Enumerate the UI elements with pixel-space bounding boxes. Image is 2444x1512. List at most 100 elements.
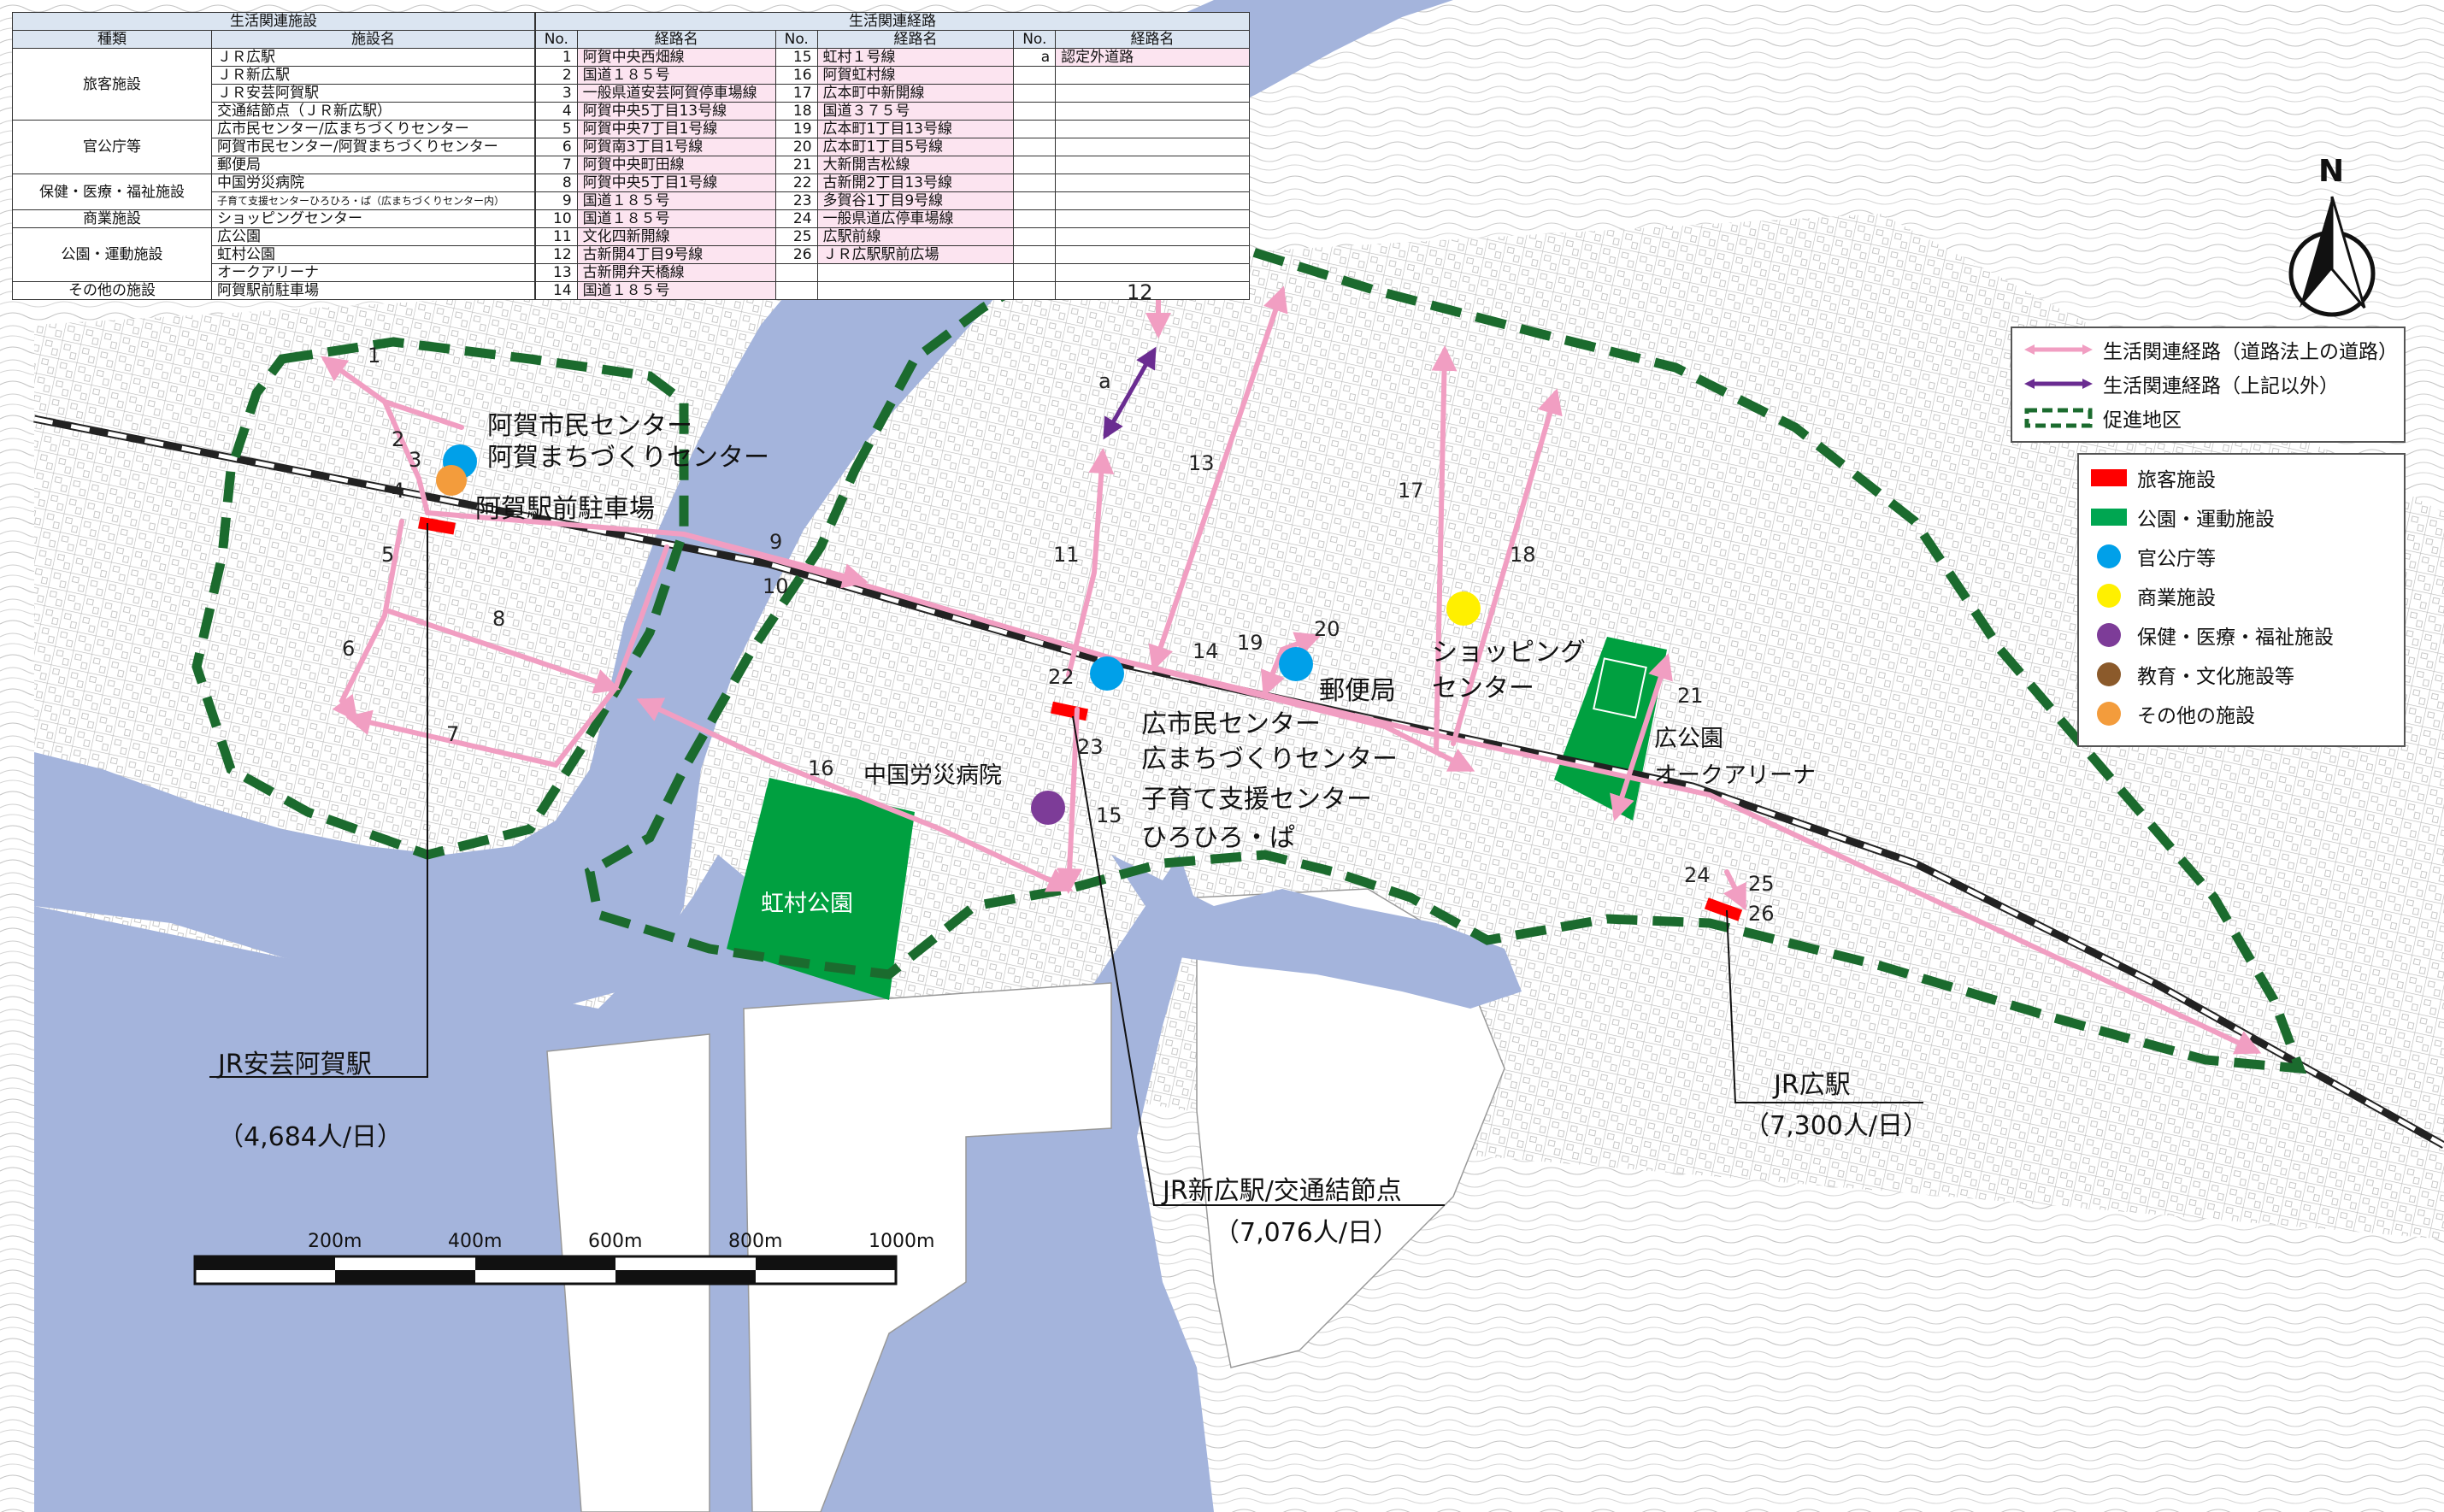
route-no: 4 xyxy=(535,102,578,121)
route-no: 12 xyxy=(535,245,578,264)
route-no xyxy=(1013,209,1057,228)
route-no: 17 xyxy=(774,84,818,103)
route-number-label: 2 xyxy=(392,427,405,451)
shopping-center-marker xyxy=(1446,591,1481,626)
route-name: 阿賀中央5丁目13号線 xyxy=(576,102,776,121)
route-no: 25 xyxy=(774,227,818,246)
route-13 xyxy=(1148,285,1288,672)
route-number-label: 19 xyxy=(1237,631,1263,655)
facility-name: ＪＲ新広駅 xyxy=(211,66,535,85)
facility-type: 保健・医療・福祉施設 xyxy=(12,174,212,210)
route-24-26 xyxy=(1723,869,1746,911)
label-station-aki-aga: JR安芸阿賀駅 xyxy=(218,1050,372,1080)
route-no: a xyxy=(1013,48,1057,67)
route-no xyxy=(1013,66,1057,85)
route-number-label: 15 xyxy=(1096,803,1122,827)
route-no: 6 xyxy=(535,138,578,156)
facility-legend: 旅客施設公園・運動施設官公庁等商業施設保健・医療・福祉施設教育・文化施設等その他… xyxy=(2077,453,2406,747)
route-7 xyxy=(345,544,669,768)
legend-facility-item: 官公庁等 xyxy=(2091,544,2216,570)
facility-type: その他の施設 xyxy=(12,281,212,300)
route-name: 広本町中新開線 xyxy=(816,84,1015,103)
route-a xyxy=(1103,346,1157,440)
route-no: 10 xyxy=(535,209,578,228)
label-station-shin-hiro-count: （7,076人/日） xyxy=(1214,1218,1399,1248)
route-name xyxy=(1055,281,1250,300)
route-name xyxy=(1055,84,1250,103)
route-number-label: 23 xyxy=(1077,735,1104,759)
facility-type: 商業施設 xyxy=(12,209,212,228)
circle-swatch-icon xyxy=(2097,702,2121,726)
legend-facility-label: 教育・文化施設等 xyxy=(2137,666,2294,688)
route-number-label: 26 xyxy=(1748,902,1775,926)
routes-table-title: 生活関連経路 xyxy=(535,12,1250,31)
legend-other-route-label: 生活関連経路（上記以外） xyxy=(2103,375,2339,397)
aga-parking-marker xyxy=(436,465,467,496)
leader-hiro xyxy=(1726,909,1923,1103)
route-number-label: 6 xyxy=(342,637,356,661)
label-hiro-civic-center: 広市民センター xyxy=(1141,709,1321,739)
legend-facility-label: 公園・運動施設 xyxy=(2137,509,2275,531)
route-name: 阿賀南3丁目1号線 xyxy=(576,138,776,156)
route-name: 国道１８５号 xyxy=(576,191,776,210)
circle-swatch-icon xyxy=(2097,662,2121,686)
route-name: 多賀谷1丁目9号線 xyxy=(816,191,1015,210)
route-no: 23 xyxy=(774,191,818,210)
facility-name: 広市民センター/広まちづくりセンター xyxy=(211,120,535,138)
route-no: 9 xyxy=(535,191,578,210)
square-swatch-icon xyxy=(2091,469,2127,486)
label-nijimura-park: 虹村公園 xyxy=(761,891,853,917)
route-name: 広駅前線 xyxy=(816,227,1015,246)
route-number-label: 14 xyxy=(1193,639,1219,663)
legend-facility-label: その他の施設 xyxy=(2137,705,2255,727)
route-name: 阿賀中央7丁目1号線 xyxy=(576,120,776,138)
routes-col-no: No. xyxy=(1013,30,1057,49)
route-name: 国道１８５号 xyxy=(576,209,776,228)
route-no: 15 xyxy=(774,48,818,67)
route-name xyxy=(816,263,1015,282)
route-name xyxy=(1055,263,1250,282)
route-no xyxy=(1013,245,1057,264)
route-name: 国道３７５号 xyxy=(816,102,1015,121)
route-number-label: 11 xyxy=(1053,543,1080,567)
legend-facility-item: 保健・医療・福祉施設 xyxy=(2091,622,2334,649)
legend-facility-label: 保健・医療・福祉施設 xyxy=(2137,627,2334,649)
route-2-3 xyxy=(382,399,430,515)
route-name xyxy=(1055,227,1250,246)
route-15 xyxy=(1057,707,1083,894)
facility-name: ＪＲ広駅 xyxy=(211,48,535,67)
facility-name: ショッピングセンター xyxy=(211,209,535,228)
route-number-label: 5 xyxy=(381,543,395,567)
square-swatch-icon xyxy=(2091,509,2127,526)
route-number-label: 16 xyxy=(808,756,834,780)
route-no xyxy=(1013,84,1057,103)
label-kosodate-center: 子育て支援センター xyxy=(1141,785,1372,815)
scale-label: 600m xyxy=(588,1231,643,1252)
facility-name: 交通結節点（ＪＲ新広駅） xyxy=(211,102,535,121)
route-number-label: 10 xyxy=(763,574,789,598)
facility-type: 旅客施設 xyxy=(12,48,212,121)
label-aga-machi-center: 阿賀まちづくりセンター xyxy=(487,443,769,473)
circle-swatch-icon xyxy=(2097,623,2121,647)
route-number-label: 8 xyxy=(492,607,506,631)
route-5-6 xyxy=(332,519,404,722)
legend-facility-item: 商業施設 xyxy=(2091,583,2216,609)
circle-swatch-icon xyxy=(2097,584,2121,608)
route-no: 22 xyxy=(774,174,818,192)
route-number-label: 7 xyxy=(446,722,460,746)
routes-col-name: 経路名 xyxy=(1055,30,1250,49)
legend-facility-item: 教育・文化施設等 xyxy=(2091,662,2294,688)
facility-name: 広公園 xyxy=(211,227,535,246)
facility-type: 官公庁等 xyxy=(12,120,212,174)
label-station-aki-aga-count: （4,684人/日） xyxy=(218,1122,403,1152)
route-no: 24 xyxy=(774,209,818,228)
route-name: 大新開吉松線 xyxy=(816,156,1015,174)
facility-name: 郵便局 xyxy=(211,156,535,174)
